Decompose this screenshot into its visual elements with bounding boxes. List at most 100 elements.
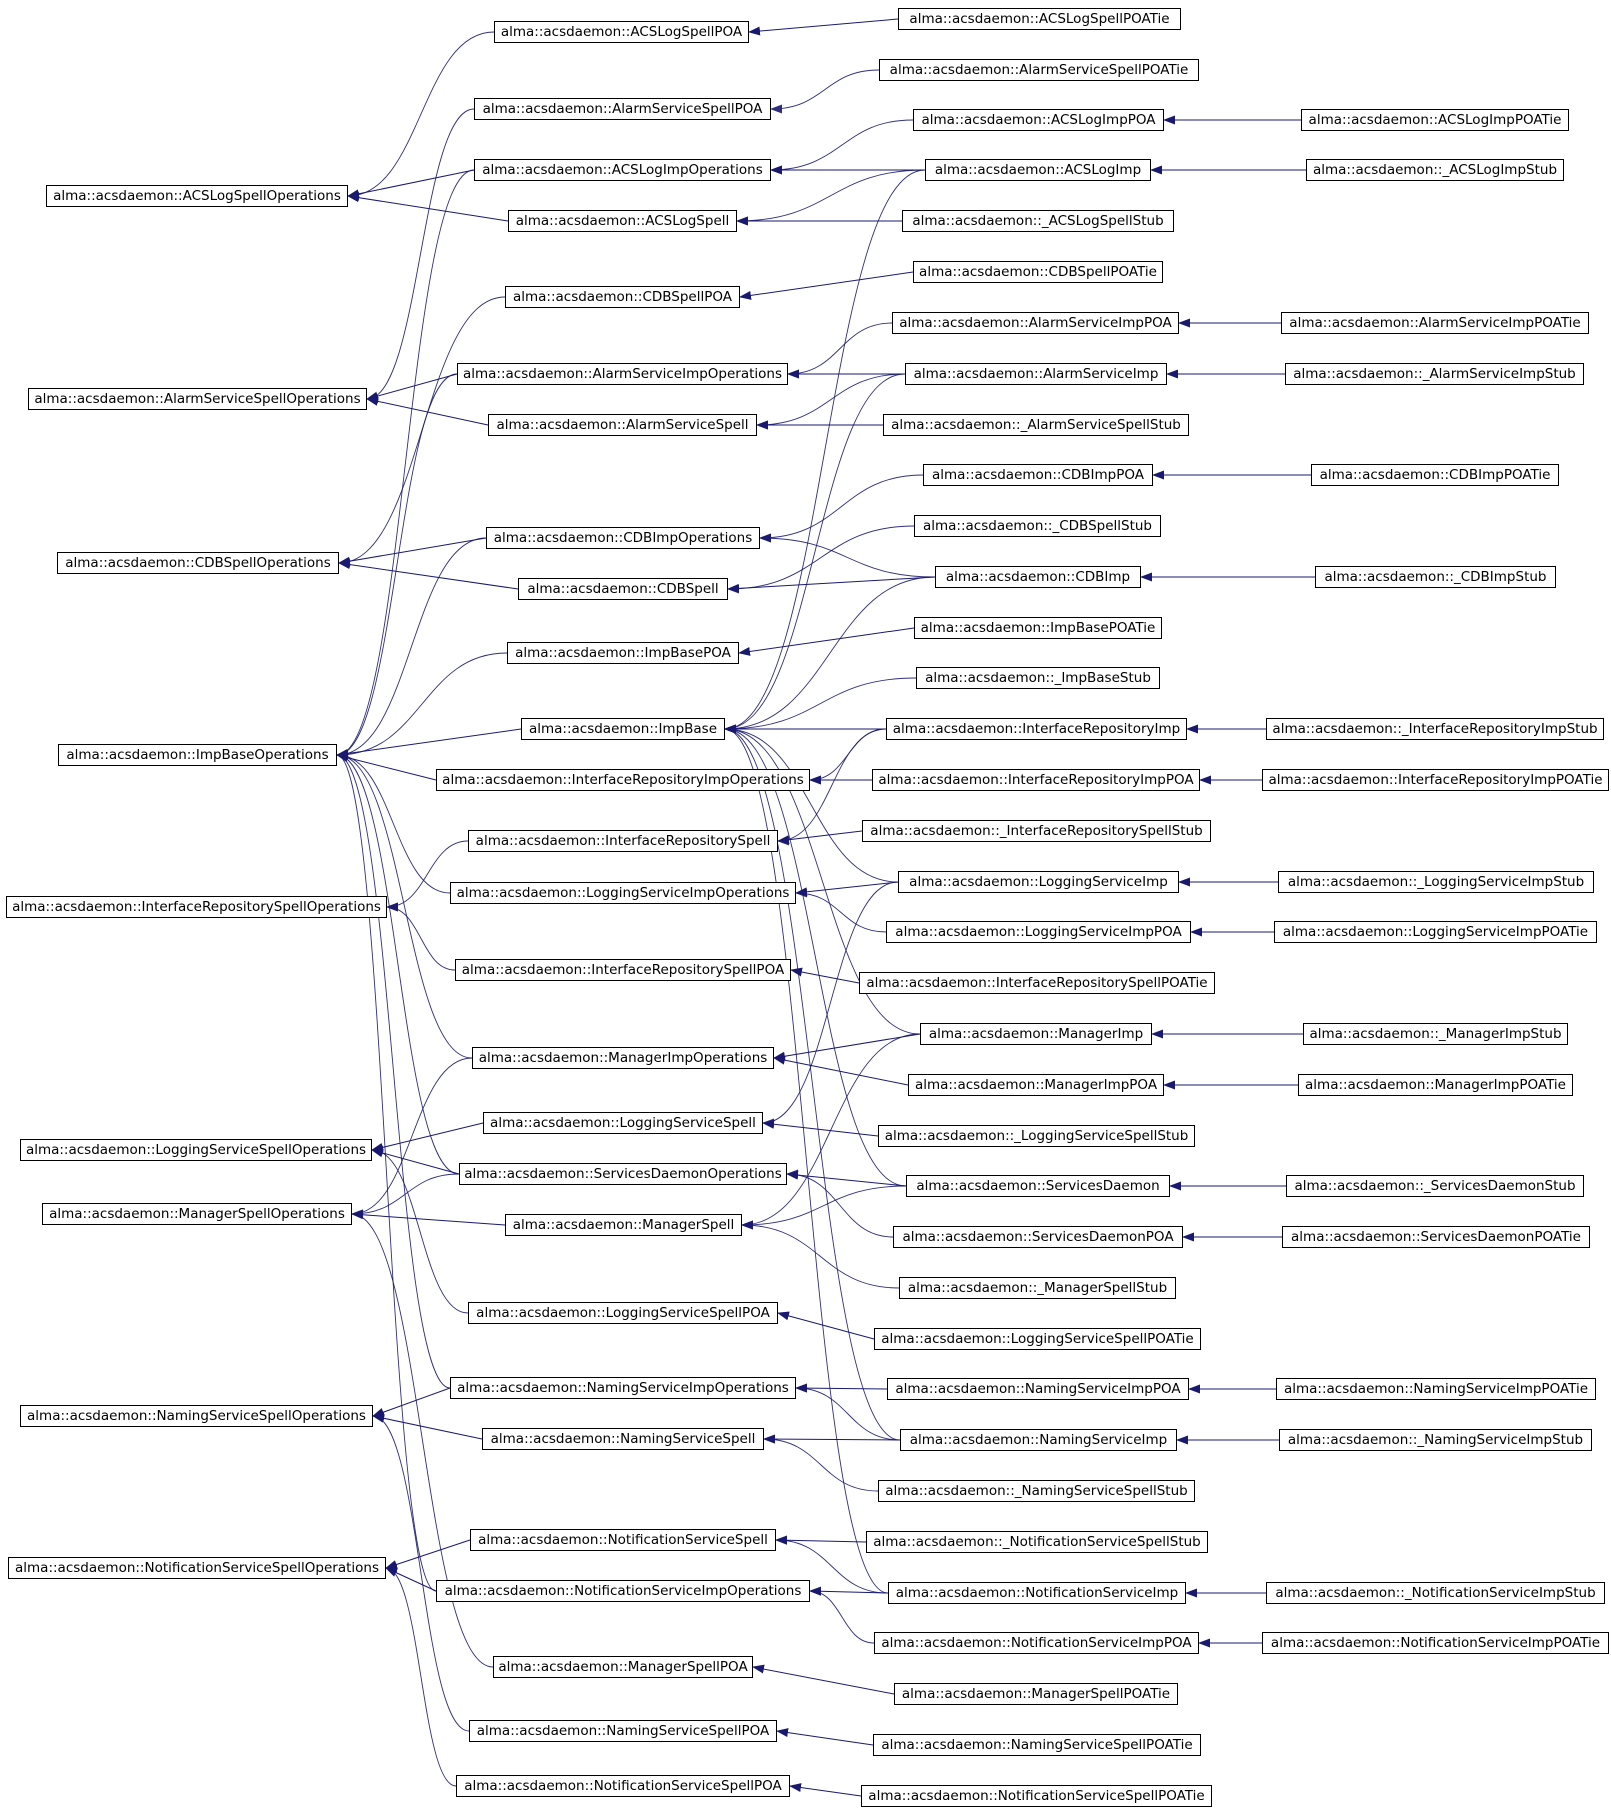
node-manager-spell-stub[interactable]: alma::acsdaemon::_ManagerSpellStub: [899, 1277, 1176, 1299]
node-servicesdaemon[interactable]: alma::acsdaemon::ServicesDaemon: [906, 1175, 1170, 1197]
node-manager-spell-poa[interactable]: alma::acsdaemon::ManagerSpellPOA: [493, 1656, 753, 1678]
node-cdb-imp-poa[interactable]: alma::acsdaemon::CDBImpPOA: [923, 464, 1153, 486]
node-namingservice-spell-operations[interactable]: alma::acsdaemon::NamingServiceSpellOpera…: [20, 1405, 373, 1427]
node-notificationservice-imp-poa-tie[interactable]: alma::acsdaemon::NotificationServiceImpP…: [1262, 1632, 1609, 1654]
node-interfacerepository-spell-poa-tie[interactable]: alma::acsdaemon::InterfaceRepositorySpel…: [859, 972, 1215, 994]
edge-cdb-imp-poa-to-cdb-imp-operations: [759, 474, 924, 543]
node-alarmservice-imp-poa-tie[interactable]: alma::acsdaemon::AlarmServiceImpPOATie: [1281, 312, 1589, 334]
node-impbase-poa-tie[interactable]: alma::acsdaemon::ImpBasePOATie: [914, 617, 1162, 639]
node-notificationservice-spell-poa[interactable]: alma::acsdaemon::NotificationServiceSpel…: [456, 1775, 790, 1797]
node-interfacerepository-imp[interactable]: alma::acsdaemon::InterfaceRepositoryImp: [886, 718, 1187, 740]
node-loggingservice-imp-poa[interactable]: alma::acsdaemon::LoggingServiceImpPOA: [886, 921, 1191, 943]
edge-namingservice-spell-poa-to-namingservice-spell-operations: [372, 1411, 470, 1732]
node-manager-imp-operations[interactable]: alma::acsdaemon::ManagerImpOperations: [472, 1047, 774, 1069]
node-alarmservice-imp-operations[interactable]: alma::acsdaemon::AlarmServiceImpOperatio…: [457, 363, 788, 385]
node-alarmservice-spell[interactable]: alma::acsdaemon::AlarmServiceSpell: [488, 414, 757, 436]
node-alarmservice-spell-operations[interactable]: alma::acsdaemon::AlarmServiceSpellOperat…: [28, 388, 367, 410]
node-interfacerepository-imp-operations[interactable]: alma::acsdaemon::InterfaceRepositoryImpO…: [436, 769, 810, 791]
node-namingservice-imp-stub[interactable]: alma::acsdaemon::_NamingServiceImpStub: [1279, 1429, 1592, 1451]
node-acslog-imp-poa[interactable]: alma::acsdaemon::ACSLogImpPOA: [913, 109, 1164, 131]
node-notificationservice-imp-stub[interactable]: alma::acsdaemon::_NotificationServiceImp…: [1266, 1582, 1605, 1604]
edge-manager-spell-stub-to-manager-spell: [741, 1220, 900, 1289]
node-loggingservice-spell-poa[interactable]: alma::acsdaemon::LoggingServiceSpellPOA: [468, 1302, 778, 1324]
node-notificationservice-spell-poa-tie[interactable]: alma::acsdaemon::NotificationServiceSpel…: [861, 1785, 1212, 1807]
node-acslog-spell-poa-tie[interactable]: alma::acsdaemon::ACSLogSpellPOATie: [898, 8, 1181, 30]
node-loggingservice-spell[interactable]: alma::acsdaemon::LoggingServiceSpell: [483, 1112, 763, 1134]
node-loggingservice-imp-operations[interactable]: alma::acsdaemon::LoggingServiceImpOperat…: [450, 882, 796, 904]
node-loggingservice-spell-poa-tie[interactable]: alma::acsdaemon::LoggingServiceSpellPOAT…: [874, 1328, 1201, 1350]
node-acslog-spell[interactable]: alma::acsdaemon::ACSLogSpell: [508, 210, 737, 232]
node-servicesdaemon-poa-tie[interactable]: alma::acsdaemon::ServicesDaemonPOATie: [1282, 1226, 1590, 1248]
node-interfacerepository-spell-stub[interactable]: alma::acsdaemon::_InterfaceRepositorySpe…: [862, 820, 1211, 842]
node-servicesdaemon-poa[interactable]: alma::acsdaemon::ServicesDaemonPOA: [893, 1226, 1183, 1248]
node-interfacerepository-imp-poa-tie[interactable]: alma::acsdaemon::InterfaceRepositoryImpP…: [1262, 769, 1609, 791]
node-notificationservice-spell-operations[interactable]: alma::acsdaemon::NotificationServiceSpel…: [8, 1557, 386, 1579]
node-alarmservice-spell-stub[interactable]: alma::acsdaemon::_AlarmServiceSpellStub: [883, 414, 1189, 436]
node-acslog-imp-poa-tie[interactable]: alma::acsdaemon::ACSLogImpPOATie: [1301, 109, 1569, 131]
node-interfacerepository-spell-operations[interactable]: alma::acsdaemon::InterfaceRepositorySpel…: [6, 896, 387, 918]
node-loggingservice-imp[interactable]: alma::acsdaemon::LoggingServiceImp: [898, 871, 1179, 893]
node-acslog-spell-stub[interactable]: alma::acsdaemon::_ACSLogSpellStub: [902, 210, 1174, 232]
node-notificationservice-spell-stub[interactable]: alma::acsdaemon::_NotificationServiceSpe…: [866, 1531, 1208, 1553]
node-interfacerepository-spell[interactable]: alma::acsdaemon::InterfaceRepositorySpel…: [468, 830, 778, 852]
node-namingservice-imp-poa[interactable]: alma::acsdaemon::NamingServiceImpPOA: [887, 1378, 1189, 1400]
node-alarmservice-imp[interactable]: alma::acsdaemon::AlarmServiceImp: [905, 363, 1167, 385]
node-cdb-spell-poa-tie[interactable]: alma::acsdaemon::CDBSpellPOATie: [913, 261, 1163, 283]
node-interfacerepository-imp-poa[interactable]: alma::acsdaemon::InterfaceRepositoryImpP…: [872, 769, 1200, 791]
node-manager-imp[interactable]: alma::acsdaemon::ManagerImp: [920, 1023, 1152, 1045]
edge-servicesdaemon-operations-to-impbase-operations: [336, 750, 460, 1175]
edge-notificationservice-spell-poa-tie-to-notificationservice-spell-poa: [789, 1783, 862, 1797]
node-cdb-imp-poa-tie[interactable]: alma::acsdaemon::CDBImpPOATie: [1311, 464, 1559, 486]
node-manager-spell-poa-tie[interactable]: alma::acsdaemon::ManagerSpellPOATie: [894, 1683, 1178, 1705]
edge-servicesdaemon-operations-to-loggingservice-spell-operations: [371, 1148, 460, 1175]
edge-interfacerepository-spell-poa-tie-to-interfacerepository-spell-poa: [790, 967, 860, 984]
node-manager-imp-stub[interactable]: alma::acsdaemon::_ManagerImpStub: [1303, 1023, 1568, 1045]
node-namingservice-imp[interactable]: alma::acsdaemon::NamingServiceImp: [900, 1429, 1177, 1451]
node-loggingservice-imp-stub[interactable]: alma::acsdaemon::_LoggingServiceImpStub: [1278, 871, 1594, 893]
node-loggingservice-spell-stub[interactable]: alma::acsdaemon::_LoggingServiceSpellStu…: [878, 1125, 1195, 1147]
node-interfacerepository-spell-poa[interactable]: alma::acsdaemon::InterfaceRepositorySpel…: [455, 959, 791, 981]
node-acslog-imp[interactable]: alma::acsdaemon::ACSLogImp: [925, 159, 1151, 181]
node-cdb-imp[interactable]: alma::acsdaemon::CDBImp: [935, 566, 1141, 588]
node-namingservice-spell-poa-tie[interactable]: alma::acsdaemon::NamingServiceSpellPOATi…: [873, 1734, 1201, 1756]
node-notificationservice-imp[interactable]: alma::acsdaemon::NotificationServiceImp: [888, 1582, 1186, 1604]
node-manager-imp-poa[interactable]: alma::acsdaemon::ManagerImpPOA: [908, 1074, 1164, 1096]
node-loggingservice-spell-operations[interactable]: alma::acsdaemon::LoggingServiceSpellOper…: [20, 1139, 372, 1161]
node-notificationservice-imp-poa[interactable]: alma::acsdaemon::NotificationServiceImpP…: [874, 1632, 1199, 1654]
node-cdb-spell-stub[interactable]: alma::acsdaemon::_CDBSpellStub: [914, 515, 1161, 537]
node-acslog-imp-operations[interactable]: alma::acsdaemon::ACSLogImpOperations: [474, 159, 771, 181]
node-notificationservice-spell[interactable]: alma::acsdaemon::NotificationServiceSpel…: [470, 1529, 776, 1551]
node-namingservice-imp-operations[interactable]: alma::acsdaemon::NamingServiceImpOperati…: [450, 1377, 796, 1399]
edge-interfacerepository-spell-stub-to-interfacerepository-spell: [777, 830, 863, 845]
node-namingservice-spell[interactable]: alma::acsdaemon::NamingServiceSpell: [482, 1428, 764, 1450]
node-impbase-poa[interactable]: alma::acsdaemon::ImpBasePOA: [507, 642, 739, 664]
node-alarmservice-spell-poa[interactable]: alma::acsdaemon::AlarmServiceSpellPOA: [474, 98, 771, 120]
node-alarmservice-imp-stub[interactable]: alma::acsdaemon::_AlarmServiceImpStub: [1285, 363, 1584, 385]
node-acslog-spell-poa[interactable]: alma::acsdaemon::ACSLogSpellPOA: [494, 21, 749, 43]
node-acslog-imp-stub[interactable]: alma::acsdaemon::_ACSLogImpStub: [1306, 159, 1564, 181]
node-namingservice-spell-stub[interactable]: alma::acsdaemon::_NamingServiceSpellStub: [878, 1480, 1195, 1502]
node-namingservice-spell-poa[interactable]: alma::acsdaemon::NamingServiceSpellPOA: [469, 1720, 777, 1742]
node-manager-spell-operations[interactable]: alma::acsdaemon::ManagerSpellOperations: [42, 1203, 352, 1225]
node-cdb-spell[interactable]: alma::acsdaemon::CDBSpell: [518, 578, 728, 600]
node-acslog-spell-operations[interactable]: alma::acsdaemon::ACSLogSpellOperations: [46, 185, 348, 207]
edge-namingservice-imp-to-namingservice-imp-operations: [795, 1383, 901, 1441]
node-impbase-stub[interactable]: alma::acsdaemon::_ImpBaseStub: [916, 667, 1160, 689]
node-alarmservice-spell-poa-tie[interactable]: alma::acsdaemon::AlarmServiceSpellPOATie: [879, 59, 1199, 81]
node-alarmservice-imp-poa[interactable]: alma::acsdaemon::AlarmServiceImpPOA: [892, 312, 1179, 334]
node-impbase-operations[interactable]: alma::acsdaemon::ImpBaseOperations: [58, 744, 337, 766]
node-notificationservice-imp-operations[interactable]: alma::acsdaemon::NotificationServiceImpO…: [436, 1580, 810, 1602]
node-cdb-spell-poa[interactable]: alma::acsdaemon::CDBSpellPOA: [505, 286, 740, 308]
node-impbase[interactable]: alma::acsdaemon::ImpBase: [521, 718, 725, 740]
node-servicesdaemon-stub[interactable]: alma::acsdaemon::_ServicesDaemonStub: [1286, 1175, 1584, 1197]
node-cdb-spell-operations[interactable]: alma::acsdaemon::CDBSpellOperations: [57, 552, 339, 574]
node-manager-imp-poa-tie[interactable]: alma::acsdaemon::ManagerImpPOATie: [1298, 1074, 1573, 1096]
node-cdb-imp-operations[interactable]: alma::acsdaemon::CDBImpOperations: [486, 527, 760, 549]
node-manager-spell[interactable]: alma::acsdaemon::ManagerSpell: [505, 1214, 742, 1236]
node-cdb-imp-stub[interactable]: alma::acsdaemon::_CDBImpStub: [1315, 566, 1556, 588]
edge-namingservice-imp-poa-to-namingservice-imp-operations: [795, 1383, 888, 1393]
node-namingservice-imp-poa-tie[interactable]: alma::acsdaemon::NamingServiceImpPOATie: [1276, 1378, 1596, 1400]
node-servicesdaemon-operations[interactable]: alma::acsdaemon::ServicesDaemonOperation…: [459, 1163, 787, 1185]
node-loggingservice-imp-poa-tie[interactable]: alma::acsdaemon::LoggingServiceImpPOATie: [1274, 921, 1597, 943]
node-interfacerepository-imp-stub[interactable]: alma::acsdaemon::_InterfaceRepositoryImp…: [1266, 718, 1604, 740]
